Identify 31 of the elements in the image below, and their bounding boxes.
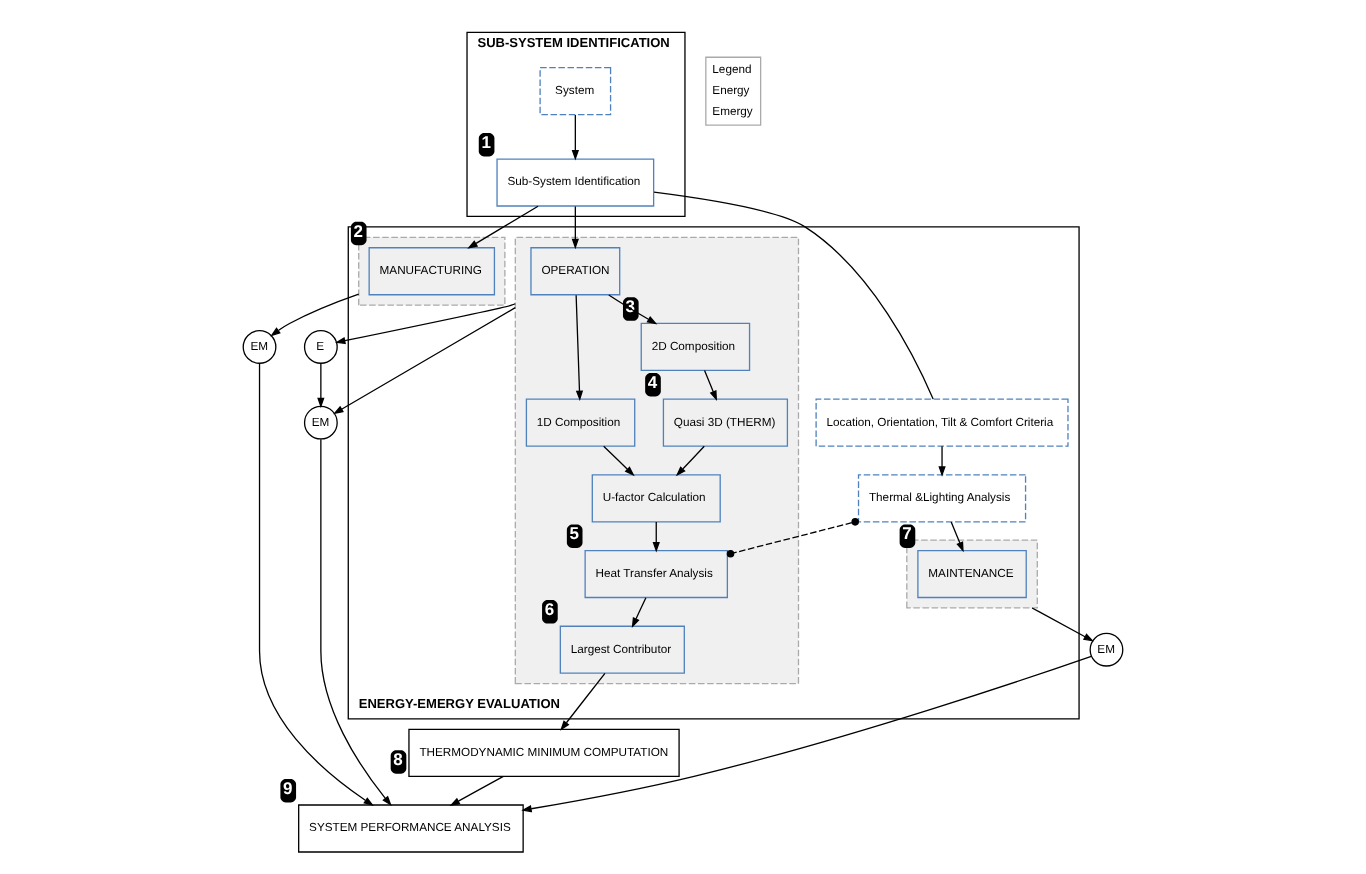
arrow <box>320 438 392 807</box>
node-label: 1 <box>481 131 491 152</box>
arrow <box>571 114 579 161</box>
arrow <box>631 597 647 628</box>
node-label: 4 <box>647 371 658 392</box>
arrow <box>560 672 606 731</box>
arrow <box>467 205 539 249</box>
node-label: 9 <box>283 777 293 798</box>
node-label: 3 <box>625 296 636 317</box>
arrow <box>1031 607 1094 642</box>
connector <box>726 518 859 558</box>
arrow <box>449 775 504 806</box>
arrow <box>950 521 964 553</box>
node-label: 2 <box>353 220 363 241</box>
arrow <box>521 655 1092 813</box>
arrow <box>270 293 360 337</box>
arrow <box>575 294 584 401</box>
connector <box>653 191 934 400</box>
arrow <box>335 303 516 345</box>
arrow <box>333 307 516 415</box>
node-label: 6 <box>544 599 555 619</box>
arrow <box>571 205 579 250</box>
arrow <box>603 445 635 477</box>
arrow <box>317 362 325 409</box>
node-label: 5 <box>569 523 579 544</box>
arrow <box>703 369 718 401</box>
arrow <box>652 521 660 553</box>
node-label: 8 <box>393 749 403 770</box>
arrow <box>675 445 705 477</box>
arrow <box>938 445 946 477</box>
node-label: 7 <box>902 523 912 544</box>
